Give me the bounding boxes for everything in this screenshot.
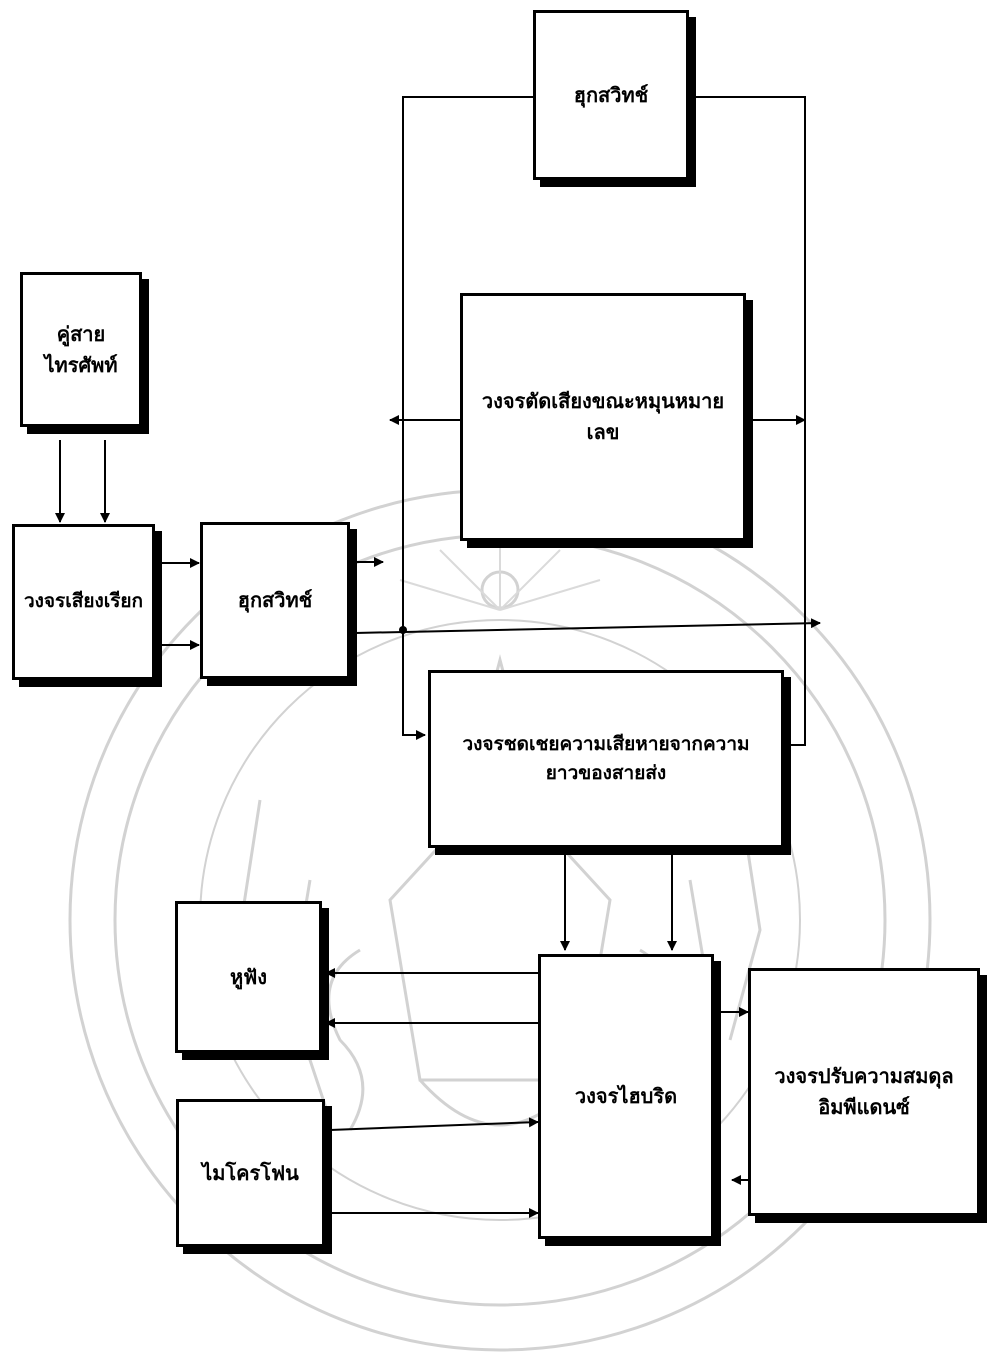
microphone-label: ไมโครโฟน [202,1160,299,1185]
earpiece-block: หูฟัง [175,901,322,1053]
hook-switch-top-block: ฮุกสวิทช์ [533,10,689,180]
wire-left-down [402,420,426,740]
hybrid-label: วงจรไฮบริด [574,1084,678,1108]
hybrid-block: วงจรไฮบริด [538,954,714,1239]
impedance-balance-label-2: อิมพีแดนซ์ [818,1095,910,1119]
dial-mute-label-1: วงจรตัดเสียงขณะหมุนหมาย [481,389,725,413]
telephone-line-label-1: คู่สาย [56,321,106,346]
hook-switch-mid-label: ฮุกสวิทช์ [237,588,313,612]
wire-top-left [402,96,533,420]
earpiece-label: หูฟัง [229,964,268,989]
wire-bus [354,618,821,634]
microphone-block: ไมโครโฟน [176,1099,325,1247]
junction-dot [399,626,407,634]
line-compensation-label-1: วงจรชดเชยความเสียหายจากความ [462,732,750,755]
wiring [55,96,821,1218]
hook-switch-mid-block: ฮุกสวิทช์ [200,522,350,679]
impedance-balance-block: วงจรปรับความสมดุล อิมพีแดนซ์ [748,968,980,1216]
telephone-line-label-2: ไทรศัพท์ [44,352,118,377]
wire-right-down2 [790,623,806,746]
dial-mute-block: วงจรตัดเสียงขณะหมุนหมาย เลข [460,293,746,541]
line-compensation-block: วงจรชดเชยความเสียหายจากความ ยาวของสายส่ง [428,670,784,848]
hook-switch-top-label: ฮุกสวิทช์ [573,82,649,107]
line-compensation-label-2: ยาวของสายส่ง [545,762,667,784]
dial-mute-label-2: เลข [586,420,620,444]
ringer-block: วงจรเสียงเรียก [12,524,155,680]
telephone-line-block: คู่สาย ไทรศัพท์ [20,272,142,427]
impedance-balance-label-1: วงจรปรับความสมดุล [774,1064,954,1088]
wire-mic-a [329,1117,539,1131]
ringer-label: วงจรเสียงเรียก [23,590,144,613]
wire-top-right [690,96,806,420]
